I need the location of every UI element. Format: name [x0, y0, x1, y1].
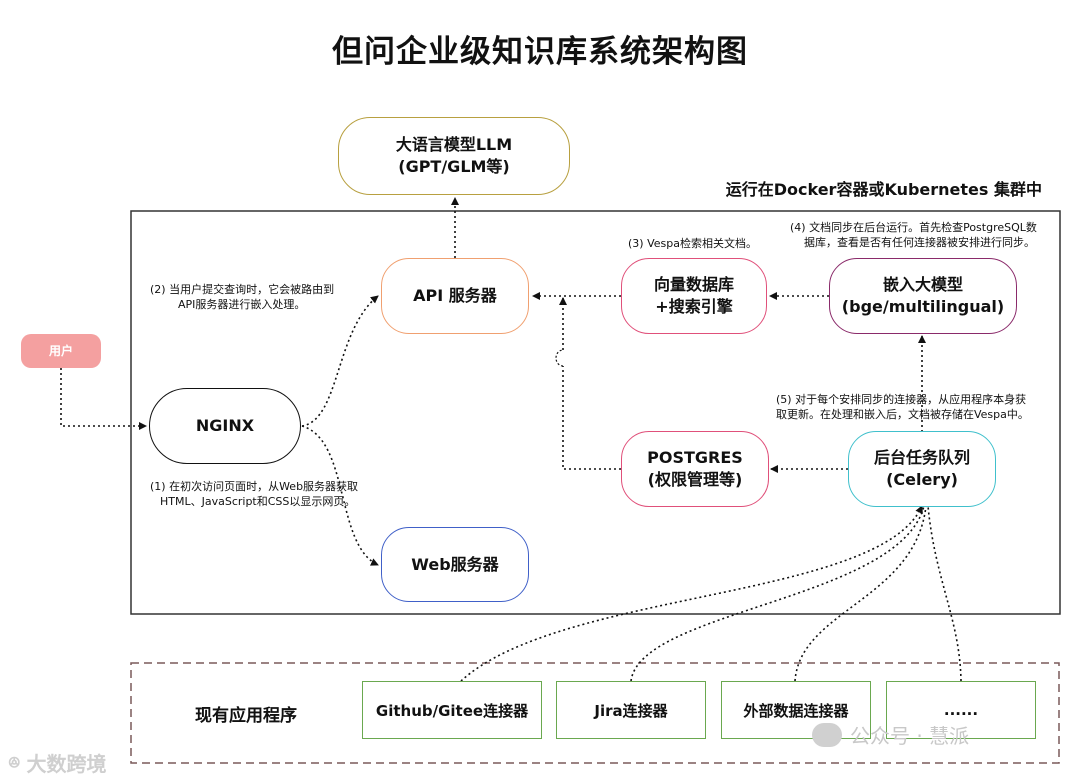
apps-label: 现有应用程序	[195, 706, 297, 726]
cluster-boundary	[130, 210, 1061, 615]
edge-nginx-api	[301, 295, 379, 427]
user-node: 用户	[21, 334, 101, 368]
watermark-right: 公众号 · 慧派	[812, 720, 969, 749]
web-server-label: Web服务器	[411, 554, 499, 574]
embedding-model-title: 嵌入大模型	[882, 275, 963, 294]
vector-db-subtitle: +搜索引擎	[655, 297, 733, 316]
watermark-logo-icon: ꔮ	[8, 752, 21, 772]
note-step-2: (2) 当用户提交查询时，它会被路由到 API服务器进行嵌入处理。	[150, 283, 335, 311]
more-connectors: ......	[886, 681, 1036, 739]
web-server-node: Web服务器	[381, 527, 529, 602]
nginx-label: NGINX	[195, 416, 255, 435]
llm-node: 大语言模型LLM (GPT/GLM等)	[338, 117, 570, 195]
edge-more-queue	[927, 505, 962, 682]
line-jump-arc	[555, 349, 564, 367]
api-server-node: API 服务器	[381, 258, 529, 334]
note-step-4: (4) 文档同步在后台运行。首先检查PostgreSQL数 据库，查看是否有任何…	[790, 221, 1037, 249]
vector-db-title: 向量数据库	[653, 275, 734, 294]
note-step-1: (1) 在初次访问页面时，从Web服务器获取 HTML、JavaScript和C…	[150, 480, 359, 508]
github-connector: Github/Gitee连接器	[362, 681, 542, 739]
edge-nginx-web	[301, 425, 379, 566]
vector-db-node: 向量数据库 +搜索引擎	[621, 258, 767, 334]
embedding-model-node: 嵌入大模型 (bge/multilingual)	[829, 258, 1017, 334]
llm-subtitle: (GPT/GLM等)	[398, 157, 510, 176]
edge-github-queue	[460, 505, 923, 682]
watermark-left: ꔮ 大数跨境	[8, 752, 107, 776]
apps-boundary	[130, 662, 1060, 764]
task-queue-subtitle: (Celery)	[886, 470, 958, 489]
task-queue-title: 后台任务队列	[873, 448, 970, 467]
api-server-label: API 服务器	[413, 286, 497, 305]
edge-external-queue	[794, 505, 927, 682]
cluster-label: 运行在Docker容器或Kubernetes 集群中	[725, 180, 1042, 199]
wechat-icon	[812, 722, 842, 747]
postgres-subtitle: (权限管理等)	[647, 470, 743, 489]
nginx-node: NGINX	[149, 388, 301, 464]
edge-user-nginx	[60, 368, 147, 430]
postgres-title: POSTGRES	[647, 448, 743, 467]
llm-title: 大语言模型LLM	[395, 135, 513, 154]
jira-connector: Jira连接器	[556, 681, 706, 739]
postgres-node: POSTGRES (权限管理等)	[621, 431, 769, 507]
diagram-title: 但问企业级知识库系统架构图	[332, 34, 748, 70]
embedding-model-subtitle: (bge/multilingual)	[841, 297, 1005, 316]
task-queue-node: 后台任务队列 (Celery)	[848, 431, 996, 507]
edge-jira-queue	[630, 505, 925, 682]
external-data-connector: 外部数据连接器	[721, 681, 871, 739]
note-step-5: (5) 对于每个安排同步的连接器，从应用程序本身获 取更新。在处理和嵌入后，文档…	[776, 393, 1029, 421]
note-step-3: (3) Vespa检索相关文档。	[628, 237, 757, 250]
user-label: 用户	[48, 344, 73, 358]
edge-postgres-api	[562, 366, 621, 470]
